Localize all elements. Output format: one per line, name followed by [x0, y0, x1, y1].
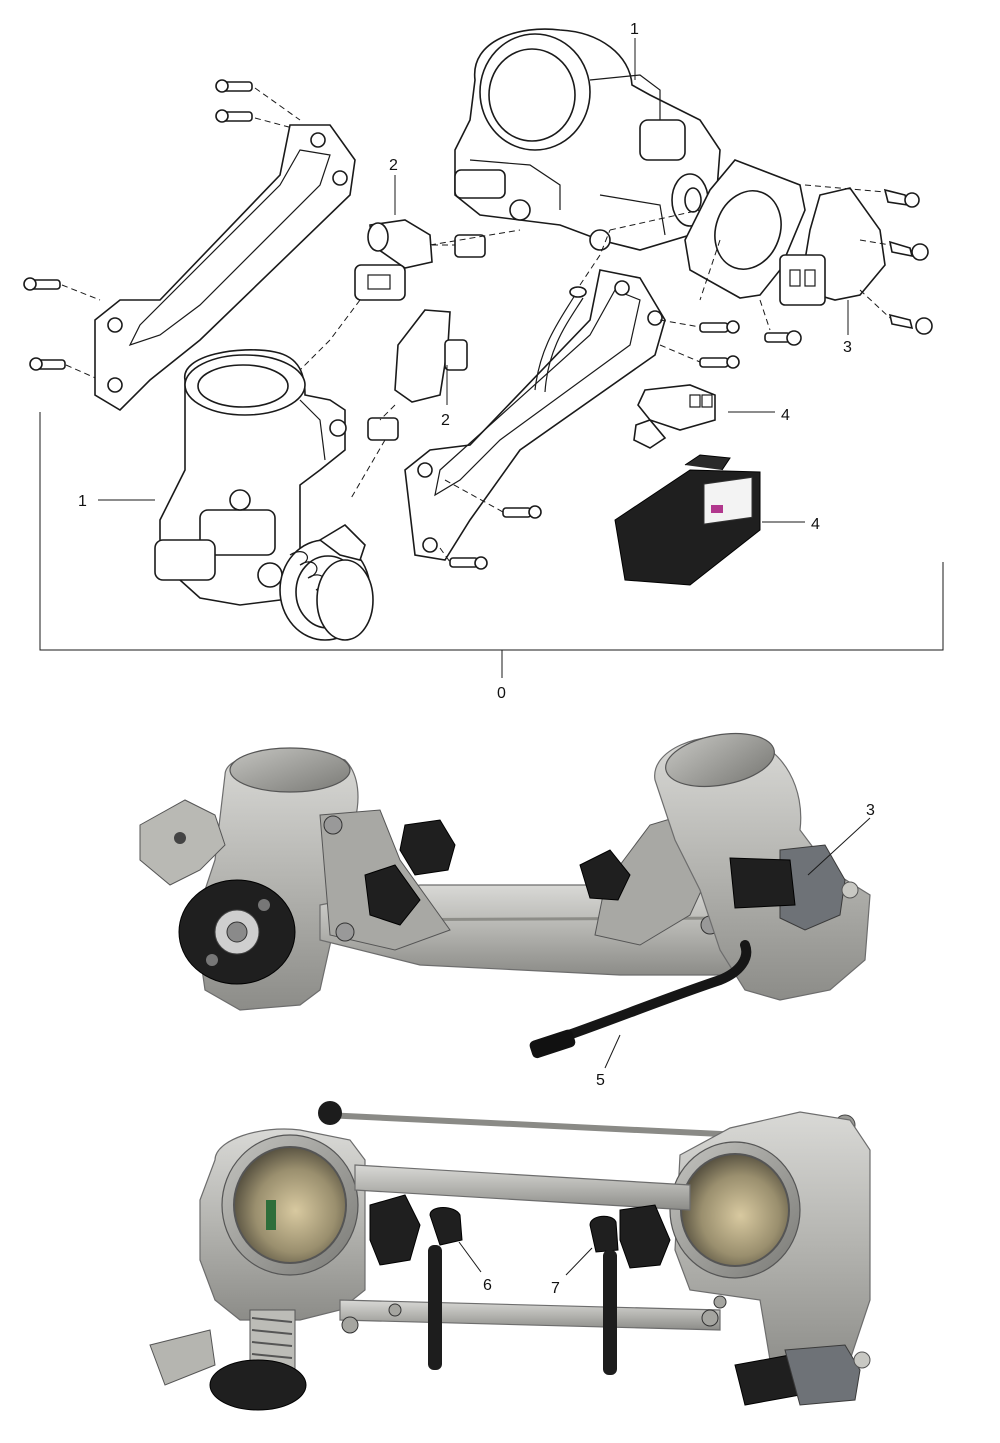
tps-flange-plate [684, 159, 806, 299]
callout-0-assembly: 0 [497, 685, 506, 702]
callout-6-connector: 6 [483, 1277, 492, 1294]
map-sensor-drawing [633, 384, 716, 449]
fuel-injector-upper [329, 219, 486, 341]
map-sensor-photo [614, 454, 761, 586]
throttle-position-sensor-drawing [779, 187, 886, 306]
callout-2-lower: 2 [441, 412, 450, 429]
mounting-bracket-left [94, 124, 356, 412]
callout-1-lower: 1 [78, 493, 87, 510]
callout-3-drawing: 3 [843, 339, 852, 356]
callout-7-connector: 7 [551, 1280, 560, 1297]
exploded-view: 1 2 2 3 4 4 1 0 [23, 21, 944, 702]
callout-1-upper: 1 [630, 21, 639, 38]
callout-2-upper: 2 [389, 157, 398, 174]
vacuum-hose-drawing [534, 229, 611, 393]
callout-4-photo: 4 [811, 516, 820, 533]
assembly-photo-front: 6 7 [149, 1101, 871, 1411]
throttle-spring-lever-drawing [279, 523, 374, 641]
throttle-body-lower [154, 349, 347, 606]
assembly-bracket-line [39, 412, 944, 651]
callout-4-drawing: 4 [781, 407, 790, 424]
callout-3-photo: 3 [866, 802, 875, 819]
callout-5-hose: 5 [596, 1072, 605, 1089]
fuel-injector-lower [349, 309, 468, 501]
screws-left [23, 79, 301, 381]
mounting-bracket-right [404, 269, 666, 561]
screws-right [804, 184, 933, 335]
throttle-body-upper [454, 28, 721, 251]
leader-lines [98, 38, 849, 523]
assembly-photo-side: 3 5 [139, 732, 875, 1089]
screws-middle [439, 319, 802, 570]
